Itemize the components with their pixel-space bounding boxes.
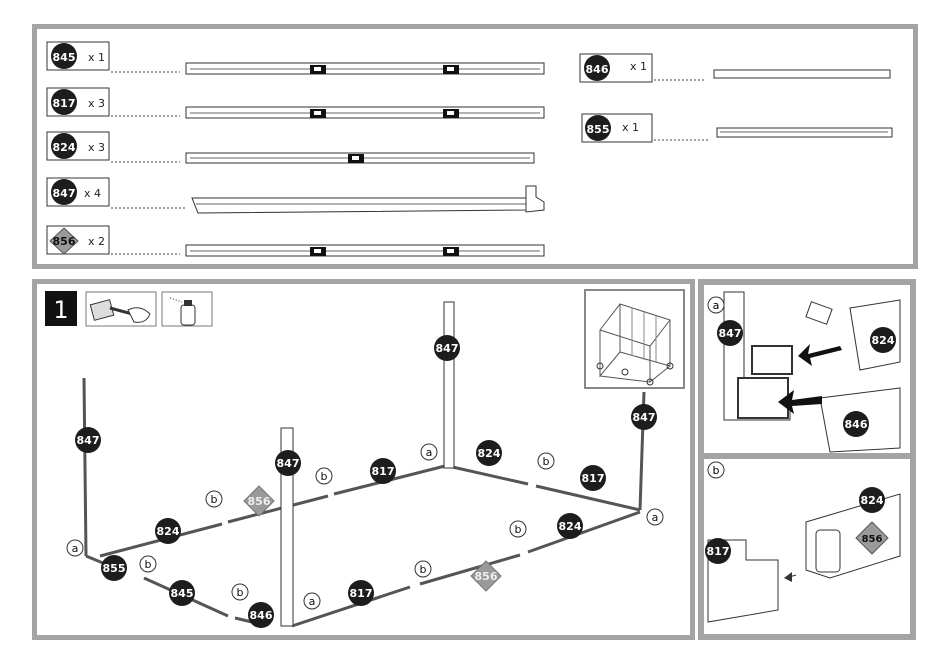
detail-b-panel	[704, 459, 910, 634]
step-1-panel	[32, 279, 695, 640]
detail-a-panel	[704, 285, 910, 453]
parts-list-panel	[32, 24, 918, 269]
